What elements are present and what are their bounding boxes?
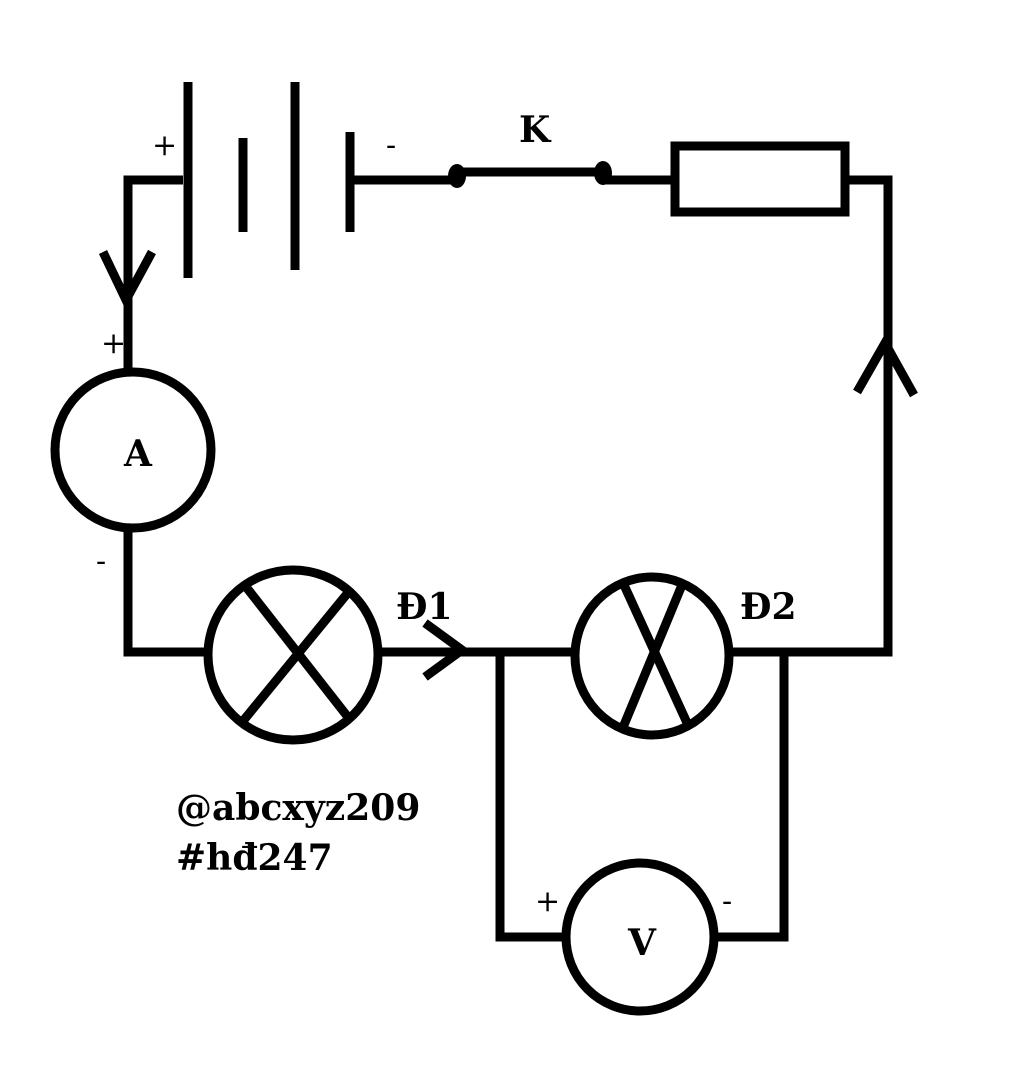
voltmeter-minus-label: - — [722, 884, 732, 919]
ammeter-label: A — [123, 433, 153, 475]
wire-ammeter-lamp1 — [123, 527, 207, 657]
current-arrow-right-icon — [422, 619, 470, 681]
lamp-2-symbol — [570, 572, 734, 740]
wire-left-top — [123, 175, 183, 372]
ammeter-minus-label: - — [96, 544, 106, 579]
voltmeter-circle — [561, 858, 719, 1016]
voltmeter-label: V — [627, 922, 657, 964]
voltmeter-plus-label: + — [535, 884, 560, 919]
current-arrow-down-icon — [98, 249, 156, 310]
ammeter-circle — [50, 367, 216, 533]
lamp-2-label: Đ2 — [740, 586, 797, 628]
battery-minus-label: - — [386, 128, 396, 163]
watermark-line-2: #hđ247 — [176, 837, 333, 879]
ammeter-plus-label: + — [101, 326, 126, 361]
wire-right — [731, 175, 893, 657]
switch-label: K — [519, 109, 552, 151]
wire-voltmeter-left — [495, 652, 566, 942]
battery-symbol — [183, 82, 355, 278]
wire-voltmeter-right — [712, 652, 789, 942]
current-arrow-up-icon — [853, 333, 918, 398]
battery-plus-label: + — [152, 128, 177, 163]
lamp-1-label: Đ1 — [396, 586, 453, 628]
switch-contacts — [448, 161, 612, 188]
fuse-symbol — [670, 141, 850, 217]
watermark-line-1: @abcxyz209 — [176, 787, 420, 829]
lamp-1-symbol — [203, 565, 383, 745]
